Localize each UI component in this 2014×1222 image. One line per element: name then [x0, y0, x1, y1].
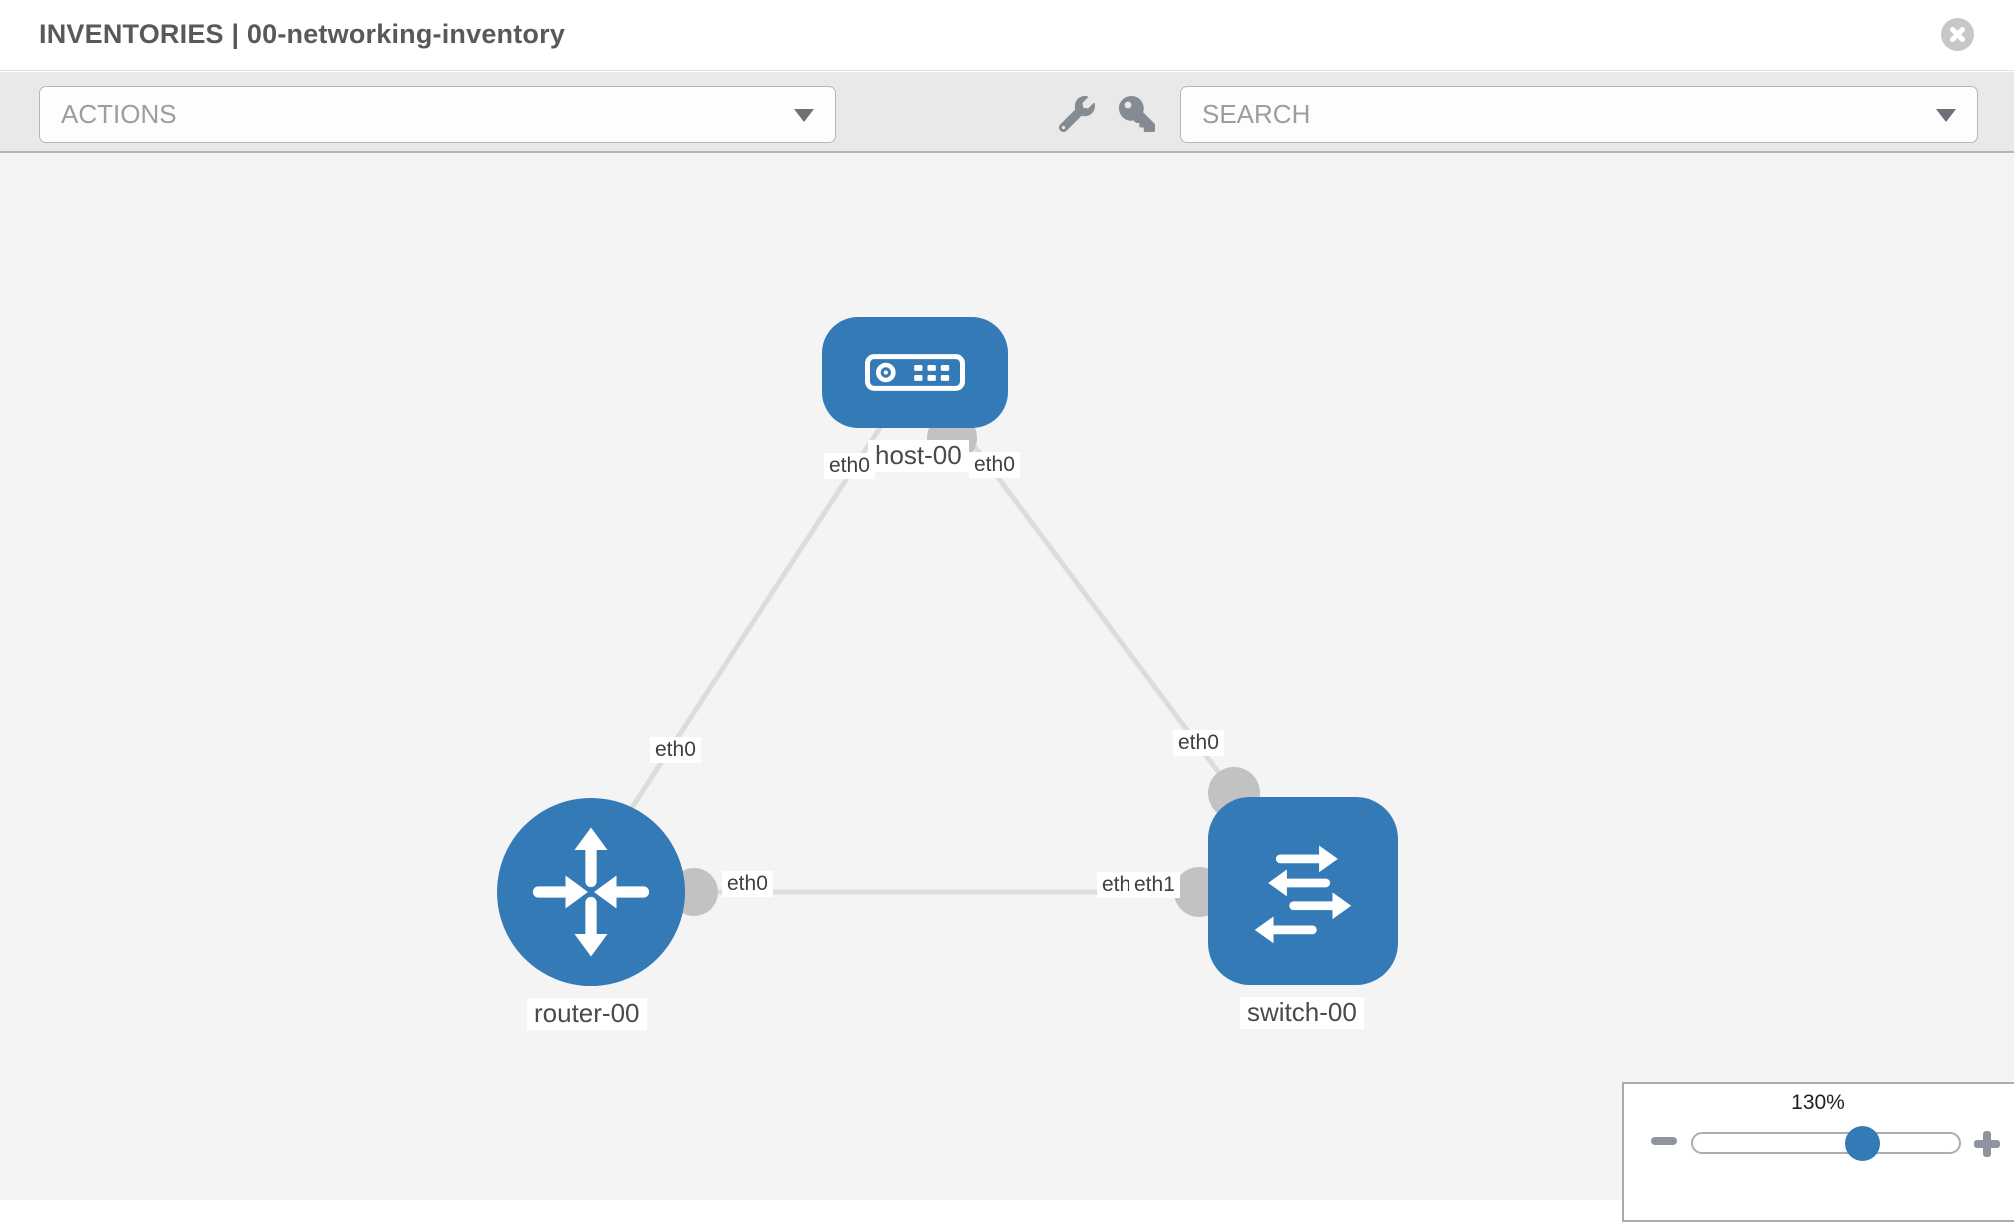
- close-button[interactable]: [1941, 18, 1974, 51]
- interface-label: eth0: [969, 452, 1020, 479]
- app-header: INVENTORIES | 00-networking-inventory: [0, 0, 2014, 71]
- zoom-slider-thumb[interactable]: [1845, 1126, 1881, 1161]
- server-icon: [865, 354, 965, 391]
- node-label: switch-00: [1240, 997, 1364, 1029]
- topology-canvas[interactable]: host-00 router-00 switch-00 eth0 eth0 eth0 eth…: [0, 153, 2014, 1200]
- wrench-icon[interactable]: [1059, 96, 1095, 132]
- page-title: INVENTORIES | 00-networking-inventory: [39, 19, 566, 49]
- zoom-slider-track[interactable]: [1691, 1132, 1961, 1154]
- chevron-down-icon: [1936, 108, 1956, 122]
- topology-links-layer: [609, 413, 1260, 917]
- interface-label: eth0: [1173, 730, 1224, 757]
- node-label: router-00: [527, 998, 647, 1030]
- zoom-panel: 130%: [1622, 1082, 2014, 1222]
- interface-label: eth0: [824, 453, 875, 480]
- node-host-00[interactable]: [822, 317, 1008, 428]
- interface-label: eth0: [650, 737, 701, 764]
- topology-link-line[interactable]: [609, 418, 888, 840]
- router-arrows-icon: [532, 827, 650, 957]
- node-switch-00[interactable]: [1208, 797, 1398, 985]
- zoom-level-value: 130%: [1791, 1091, 1845, 1114]
- node-router-00[interactable]: [497, 798, 685, 986]
- key-icon[interactable]: [1119, 96, 1155, 132]
- zoom-out-button[interactable]: [1651, 1137, 1677, 1145]
- interface-label: eth1: [1129, 872, 1180, 899]
- toolbar: ACTIONS SEARCH: [0, 72, 2014, 153]
- search-dropdown[interactable]: SEARCH: [1180, 86, 1978, 143]
- node-label: host-00: [868, 440, 969, 472]
- chevron-down-icon: [794, 108, 814, 122]
- actions-dropdown-label: ACTIONS: [61, 99, 177, 129]
- search-placeholder: SEARCH: [1202, 99, 1311, 129]
- switch-arrows-icon: [1254, 845, 1352, 944]
- interface-label: eth0: [722, 871, 773, 898]
- actions-dropdown[interactable]: ACTIONS: [39, 86, 836, 143]
- zoom-in-button[interactable]: [1974, 1131, 2000, 1157]
